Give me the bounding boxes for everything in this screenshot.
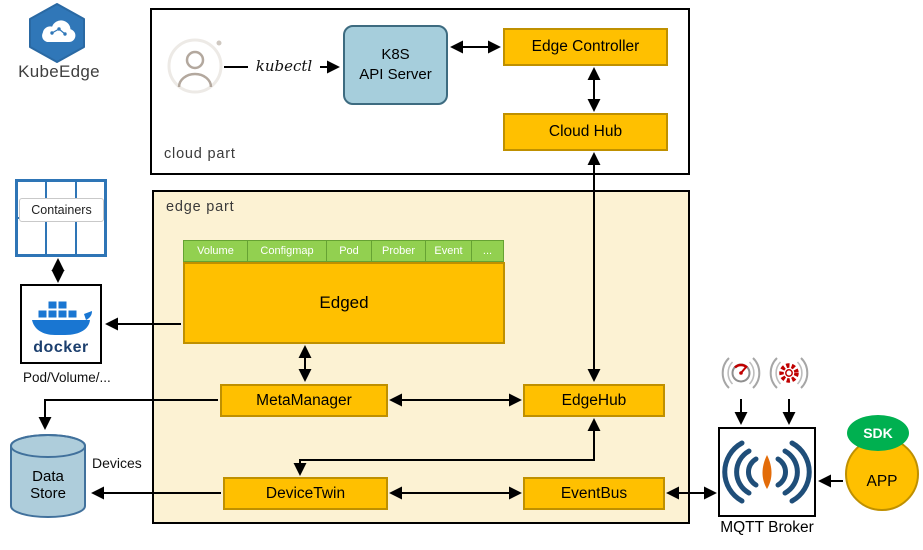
eventbus-node: EventBus (523, 477, 665, 510)
mqtt-broker-label: MQTT Broker (720, 519, 814, 536)
datastore-cylinder-icon (10, 434, 86, 518)
edge-controller-node: Edge Controller (503, 28, 668, 66)
edgehub-node: EdgeHub (523, 384, 665, 417)
kubectl-label: kubectl (248, 56, 320, 76)
kubeedge-logo-icon (25, 2, 89, 69)
k8s-api-server-node: K8S API Server (343, 25, 448, 105)
docker-label: docker (33, 339, 89, 356)
cloud-part-label: cloud part (164, 146, 236, 162)
gear-sensor-icon (765, 349, 813, 402)
mqtt-antenna-icon (722, 440, 812, 504)
data-store-label: Data Store (30, 468, 66, 502)
tab-pod: Pod (326, 240, 371, 262)
edged-node: Edged (183, 262, 505, 344)
cloud-hub-node: Cloud Hub (503, 113, 668, 151)
tab-more: ... (471, 240, 504, 262)
kubeedge-logo-label: KubeEdge (18, 62, 100, 81)
docker-node: docker (20, 284, 102, 364)
metamanager-node: MetaManager (220, 384, 388, 417)
edged-module-tabs: Volume Configmap Pod Prober Event ... (183, 240, 504, 262)
mqtt-broker-node (718, 427, 816, 517)
tab-prober: Prober (371, 240, 425, 262)
edge-part-label: edge part (166, 199, 235, 215)
pod-volume-label: Pod/Volume/... (23, 370, 111, 385)
tab-event: Event (425, 240, 471, 262)
sdk-node: SDK (847, 415, 909, 451)
devicetwin-node: DeviceTwin (223, 477, 388, 510)
tab-volume: Volume (183, 240, 247, 262)
containers-label: Containers (19, 198, 104, 222)
tab-configmap: Configmap (247, 240, 326, 262)
data-store-node: Data Store (8, 432, 88, 520)
gauge-sensor-icon (717, 349, 765, 402)
devices-label: Devices (92, 455, 142, 471)
user-icon (166, 37, 224, 100)
docker-whale-icon (32, 300, 92, 335)
